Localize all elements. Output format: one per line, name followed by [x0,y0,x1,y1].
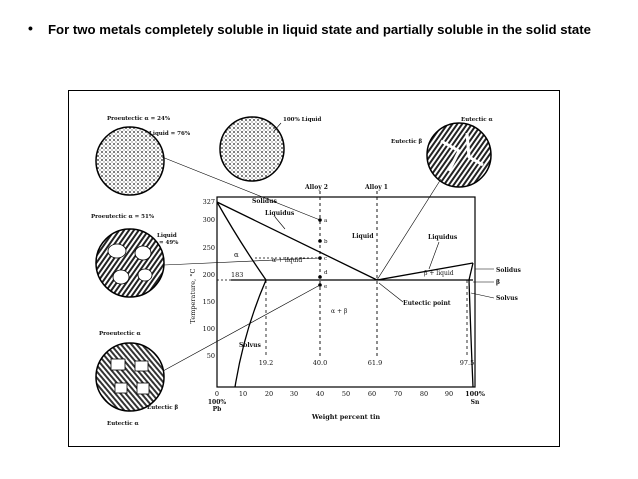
x-right-end: Sn [471,399,480,406]
x-tick-label: 10 [239,390,247,398]
micro-rt-pointer [376,178,442,281]
alloy-comp-value: 40.0 [313,359,327,367]
point-label: b [324,239,328,245]
micro-lt-pointer [161,156,321,221]
micro-lb-pointer [162,284,321,372]
label-right-solvus: Solvus [496,295,518,302]
label-liquidus-left: Liquidus [265,210,295,217]
point-label: d [324,270,328,276]
right-solvus-pointer [470,292,495,299]
region-labels: Solidus Liquidus Liquid Liquidus α α + l… [234,184,521,349]
point-b [318,239,322,243]
y-tick-label: 250 [203,244,215,252]
liquidus-right-pointer [428,241,440,270]
point-label: c [324,256,327,262]
x-tick-label: 80 [420,390,428,398]
y-tick-label: 327 [203,198,215,206]
x-tick-label: 40 [316,390,324,398]
micro-lm-line3: = 49% [159,240,179,246]
x-left-end-2: Pb [213,406,222,413]
plot-frame [216,196,476,388]
microstructure-left-bottom: Proeutectic α Eutectic β Eutectic α [95,284,321,427]
label-solidus: Solidus [252,198,277,205]
y-axis: 327 300 250 200 150 100 50 Temperature, … [189,198,215,360]
x-tick-label: 0 [215,390,219,398]
micro-circle-center-top [219,116,285,182]
micro-circle-left-mid [95,228,165,298]
label-beta-liquid: β + liquid [424,270,454,277]
micro-ct-line1: 100% Liquid [283,117,322,123]
label-solvus: Solvus [239,342,261,349]
eutectic-temp-value: 183 [231,271,243,279]
x-tick-label: 100% [465,390,486,398]
x-axis-label: Weight percent tin [311,413,381,421]
liquidus-right-line [376,262,474,281]
micro-circle-left-top [95,126,165,196]
micro-lb-line1: Proeutectic α [99,331,141,337]
x-tick-label: 30 [290,390,298,398]
x-tick-label: 50 [342,390,350,398]
solvus-left-line [234,279,267,388]
label-eutectic-point: Eutectic point [403,300,451,307]
c-alpha-value: 19.2 [259,359,273,367]
y-tick-label: 100 [203,325,215,333]
micro-lm-pointer [163,257,321,266]
label-alpha: α [234,251,239,259]
y-tick-label: 300 [203,216,215,224]
label-liquid: Liquid [352,233,374,240]
point-d [318,275,322,279]
micro-lb-line2: Eutectic β [147,405,178,411]
x-tick-label: 20 [265,390,273,398]
liquidus-pointer [274,216,286,230]
liquidus-left-line [216,201,378,281]
phase-diagram-svg: 327 300 250 200 150 100 50 Temperature, … [91,116,521,427]
microstructure-right-top: Eutectic α Eutectic β [376,117,493,281]
micro-lt-line1: Proeutectic α = 24% [107,116,171,122]
x-tick-label: 90 [445,390,453,398]
c-eutectic-value: 61.9 [368,359,382,367]
micro-lm-line2: Liquid [157,233,177,239]
micro-rt-line2: Eutectic β [391,139,422,145]
x-tick-label: 60 [368,390,376,398]
micro-rt-line1: Eutectic α [461,117,493,123]
eutectic-pointer [378,282,404,303]
microstructure-left-mid: Proeutectic α = 51% Liquid = 49% [91,214,321,298]
y-tick-label: 200 [203,271,215,279]
x-tick-label: 70 [394,390,402,398]
label-alpha-liquid: α + liquid [272,257,302,264]
x-axis: 0 10 20 30 40 50 60 70 80 90 100% 100% P… [208,390,486,421]
label-right-beta: β [496,279,500,286]
x-left-end-1: 100% [208,399,227,406]
phase-lines [216,191,474,388]
point-label: a [324,218,328,224]
solidus-left-line [216,201,267,281]
label-alloy2: Alloy 2 [304,184,328,191]
bullet-marker: • [28,20,33,36]
solvus-right-line [468,279,474,388]
y-tick-label: 50 [207,352,215,360]
micro-lm-line1: Proeutectic α = 51% [91,214,155,220]
phase-diagram-figure: 327 300 250 200 150 100 50 Temperature, … [68,90,560,447]
label-alloy1: Alloy 1 [364,184,388,191]
label-liquidus-right: Liquidus [428,234,458,241]
solidus-right-line [468,262,474,281]
y-tick-label: 150 [203,298,215,306]
y-axis-label: Temperature, °C [189,269,197,324]
microstructure-left-top: Proeutectic α = 24% Liquid = 76% [95,116,321,221]
micro-circle-left-bottom [95,342,165,412]
slide-text: For two metals completely soluble in liq… [48,22,591,37]
point-label: e [324,284,327,290]
bullet-row: • For two metals completely soluble in l… [28,20,618,39]
micro-lb-line3: Eutectic α [107,421,139,427]
label-right-solidus: Solidus [496,267,521,274]
micro-lt-line2: Liquid = 76% [149,131,191,137]
microstructure-center-top: 100% Liquid [219,116,322,182]
micro-circle-right-top [426,122,492,188]
c-beta-value: 97.5 [460,359,474,367]
label-alpha-beta: α + β [331,308,348,315]
